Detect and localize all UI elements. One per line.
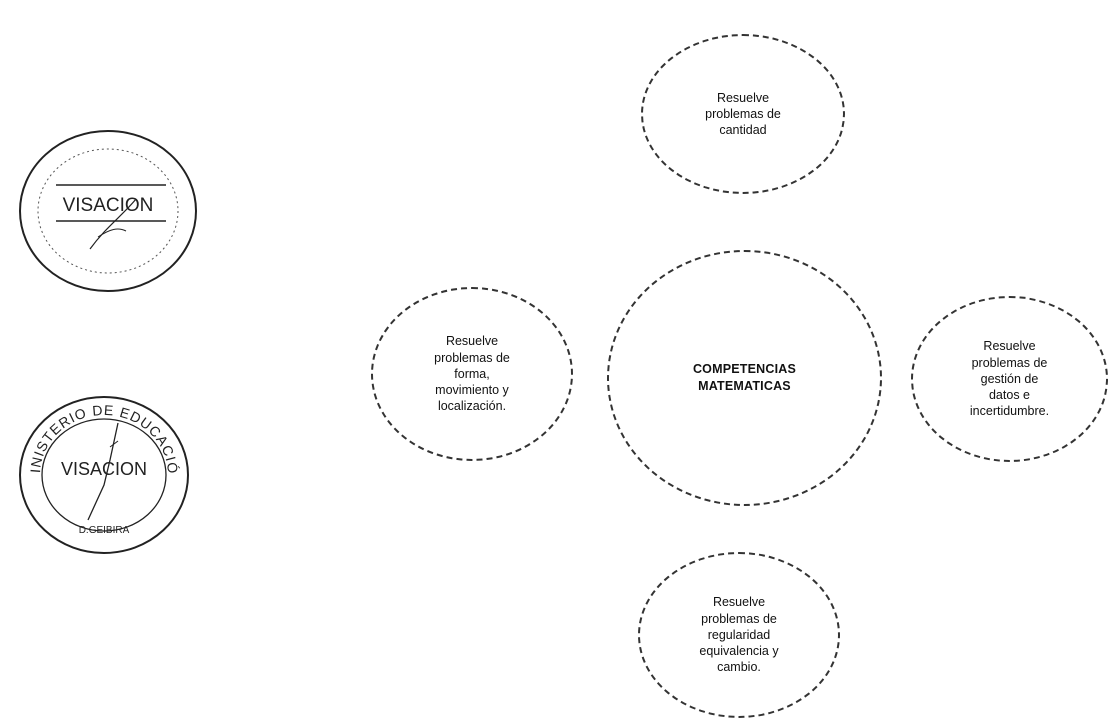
node-forma: Resuelve problemas de forma, movimiento … — [371, 287, 573, 461]
node-datos: Resuelve problemas de gestión de datos e… — [911, 296, 1108, 462]
center-label: COMPETENCIAS MATEMATICAS — [692, 362, 797, 393]
visacion-stamp-top: VISACION — [18, 129, 198, 293]
node-cantidad-label: Resuelve problemas de cantidad — [705, 90, 781, 138]
stamp-word: VISACION — [61, 459, 147, 479]
node-center-competencias: COMPETENCIAS MATEMATICAS — [607, 250, 882, 506]
visacion-stamp-bottom: MINISTERIO DE EDUCACIÓN VISACION D.GEIBI… — [12, 382, 190, 555]
node-cantidad: Resuelve problemas de cantidad — [641, 34, 845, 194]
node-regularidad-label: Resuelve problemas de regularidad equiva… — [699, 595, 779, 675]
node-datos-label: Resuelve problemas de gestión de datos e… — [969, 339, 1050, 419]
stamp-word: VISACION — [63, 195, 154, 216]
node-regularidad: Resuelve problemas de regularidad equiva… — [638, 552, 840, 718]
stamp-bottom-text: D.GEIBIRA — [79, 525, 130, 536]
node-forma-label: Resuelve problemas de forma, movimiento … — [434, 334, 510, 414]
